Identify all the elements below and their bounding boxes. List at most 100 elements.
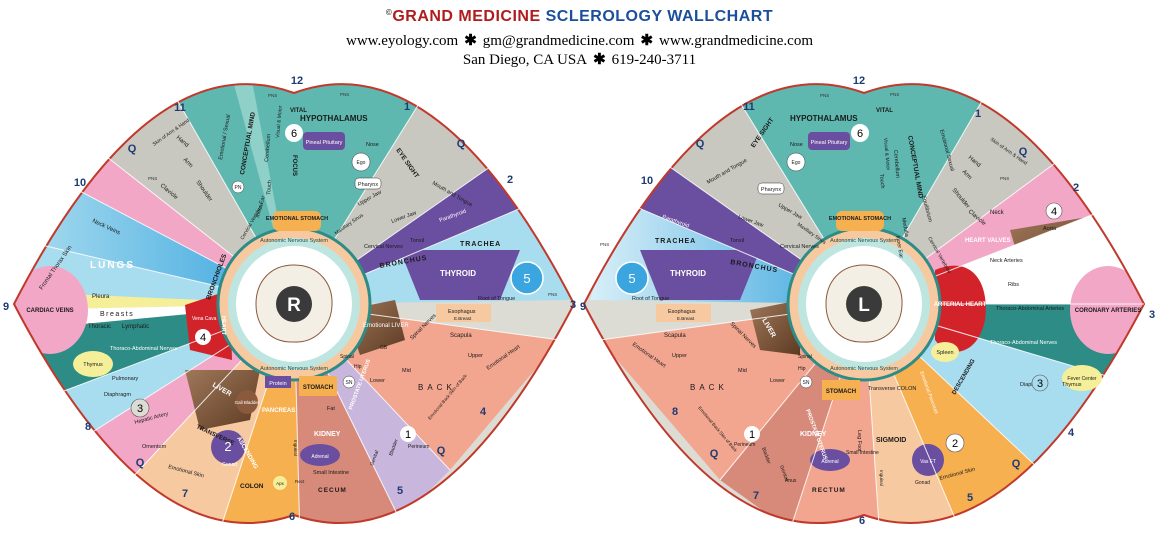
l-thoraco-abdominal-nerves: Thoraco-Abdominal Nerves (990, 340, 1057, 346)
left-pupil-label: L (858, 295, 870, 316)
l-spleen-shape (931, 342, 959, 362)
phone-text: 619-240-3711 (611, 52, 697, 68)
r-q-1: Q (128, 143, 137, 155)
l-q-1: Q (696, 138, 705, 150)
r-thymus: Thymus (83, 362, 103, 368)
r-omentum: Omentum (142, 444, 167, 450)
left-pupil (846, 286, 882, 322)
r-perineum: Perineum (408, 444, 429, 450)
r-focus: FOCUS (291, 155, 297, 176)
l-pns-top2: PNS (890, 92, 899, 97)
r-circle-4 (195, 329, 211, 345)
l-scapula: Scapula (664, 333, 686, 339)
l-clock-1: 1 (975, 108, 981, 120)
l-cervical-nerves: Cervical Nerves (780, 244, 819, 250)
l-q-3: Q (1012, 458, 1021, 470)
email-link[interactable]: gm@grandmedicine.com (482, 33, 635, 49)
r-circle-6 (285, 124, 303, 142)
r-q-2: Q (457, 138, 466, 150)
website-grandmedicine-link[interactable]: www.grandmedicine.com (659, 33, 814, 49)
l-leg-foot: Leg Foot (856, 430, 862, 452)
l-anus: Anus (785, 478, 797, 484)
l-thyroid: THYROID (670, 269, 706, 278)
l-lower: Lower (770, 378, 785, 384)
l-pharynx: Pharynx (761, 187, 781, 193)
l-tonsil: Tonsil (730, 238, 744, 244)
r-clock-4: 4 (480, 406, 487, 418)
l-e-breast: E.Breast (677, 316, 695, 321)
l-aorta: Aorta (1043, 226, 1057, 232)
title-sclerology-wallchart: SCLEROLOGY WALLCHART (545, 8, 774, 25)
l-arterial-heart: ARTERIAL HEART (934, 302, 987, 308)
l-circle-3 (1031, 374, 1049, 392)
r-colon: COLON (240, 483, 264, 490)
l-clock-7: 7 (753, 490, 759, 502)
right-eye-map: R Autonomic Nervous System Autonomic Ner… (3, 69, 576, 539)
l-hip: Hip (798, 366, 806, 372)
l-mid: Mid (738, 368, 747, 374)
r-vena-cava: Vena Cava (192, 316, 217, 322)
r-clock-3: 3 (570, 299, 576, 311)
r-pn: PN (235, 185, 242, 191)
l-kidney: KIDNEY (800, 431, 827, 438)
right-pupil-label: R (287, 295, 301, 316)
l-coronary-arteries: CORONARY ARTERIES (1075, 308, 1141, 314)
r-esophagus-box (436, 304, 491, 322)
r-sn-circle (342, 375, 356, 389)
r-pns-top: PNS (268, 93, 277, 98)
r-circle-2-label: 2 (224, 439, 231, 454)
r-emotional-stomach-box (273, 211, 321, 231)
r-apx: Apx (276, 481, 285, 486)
l-circle-6 (851, 124, 869, 142)
l-sigmoid: SIGMOID (876, 437, 906, 444)
r-ego-circle (351, 152, 371, 172)
l-thoraco-abdominal-arteries: Thoraco-Abdominal Arteries (996, 306, 1064, 312)
l-fever-center-shape (1062, 365, 1102, 391)
l-neck-arteries: Neck Arteries (990, 258, 1023, 264)
r-pharynx: Pharynx (358, 182, 378, 188)
l-pineal-pituitary: Pineal Pituitary (811, 140, 848, 146)
l-perineum: Perineum (734, 442, 755, 448)
l-circle-1-label: 1 (749, 429, 755, 441)
r-emotional-stomach: EMOTIONAL STOMACH (266, 216, 328, 222)
r-back: BACK (418, 383, 456, 392)
r-gonad: Gonad (222, 462, 237, 468)
l-gonad: Gonad (915, 480, 930, 486)
r-small-intestine: Small Intestine (313, 470, 349, 476)
r-protein: Protein (269, 381, 286, 387)
r-clock-7: 7 (182, 488, 188, 500)
r-circle-1 (400, 426, 416, 442)
r-heart: HEART (220, 316, 226, 336)
r-cervical-nerves: Cervical Nerves (364, 244, 403, 250)
r-gall-bladder-shape (236, 390, 258, 414)
r-inguinal: Inguinal (293, 440, 298, 456)
r-pancreas: PANCREAS (262, 408, 295, 414)
l-esophagus: Esophagus (668, 309, 696, 315)
r-lymphatic: Lymphatic (122, 324, 149, 330)
r-cerebellum: Cerebellum (264, 133, 272, 162)
l-cerebellum: Cerebellum (892, 150, 900, 179)
r-hypothalamus: HYPOTHALAMUS (300, 114, 368, 123)
r-circle-1-label: 1 (405, 429, 411, 441)
r-kidney: KIDNEY (314, 431, 341, 438)
r-pns-top2: PNS (340, 92, 349, 97)
l-sn: SN (803, 380, 810, 386)
l-small-intestine: Small Intestine (846, 450, 879, 456)
l-clock-8: 8 (672, 406, 678, 418)
r-breasts: Breasts (100, 311, 134, 318)
website-eyology-link[interactable]: www.eyology.com (345, 33, 459, 49)
l-pharynx-box (757, 182, 785, 195)
l-clock-6: 6 (859, 515, 865, 527)
separator-icon: ✱ (593, 52, 606, 68)
l-neck: Neck (990, 210, 1005, 216)
right-pupil (276, 286, 312, 322)
l-ego: Ego (792, 160, 801, 166)
r-nose: Nose (366, 142, 379, 148)
r-thyroid: THYROID (440, 269, 476, 278)
l-clock-10: 10 (641, 175, 653, 187)
r-spinal: Spinal (340, 354, 354, 360)
r-thoraco-abdominal-nerves: Thoraco-Abdominal Nerves (110, 346, 177, 352)
r-esophagus: Esophagus (448, 309, 476, 315)
l-sn-circle (799, 375, 813, 389)
